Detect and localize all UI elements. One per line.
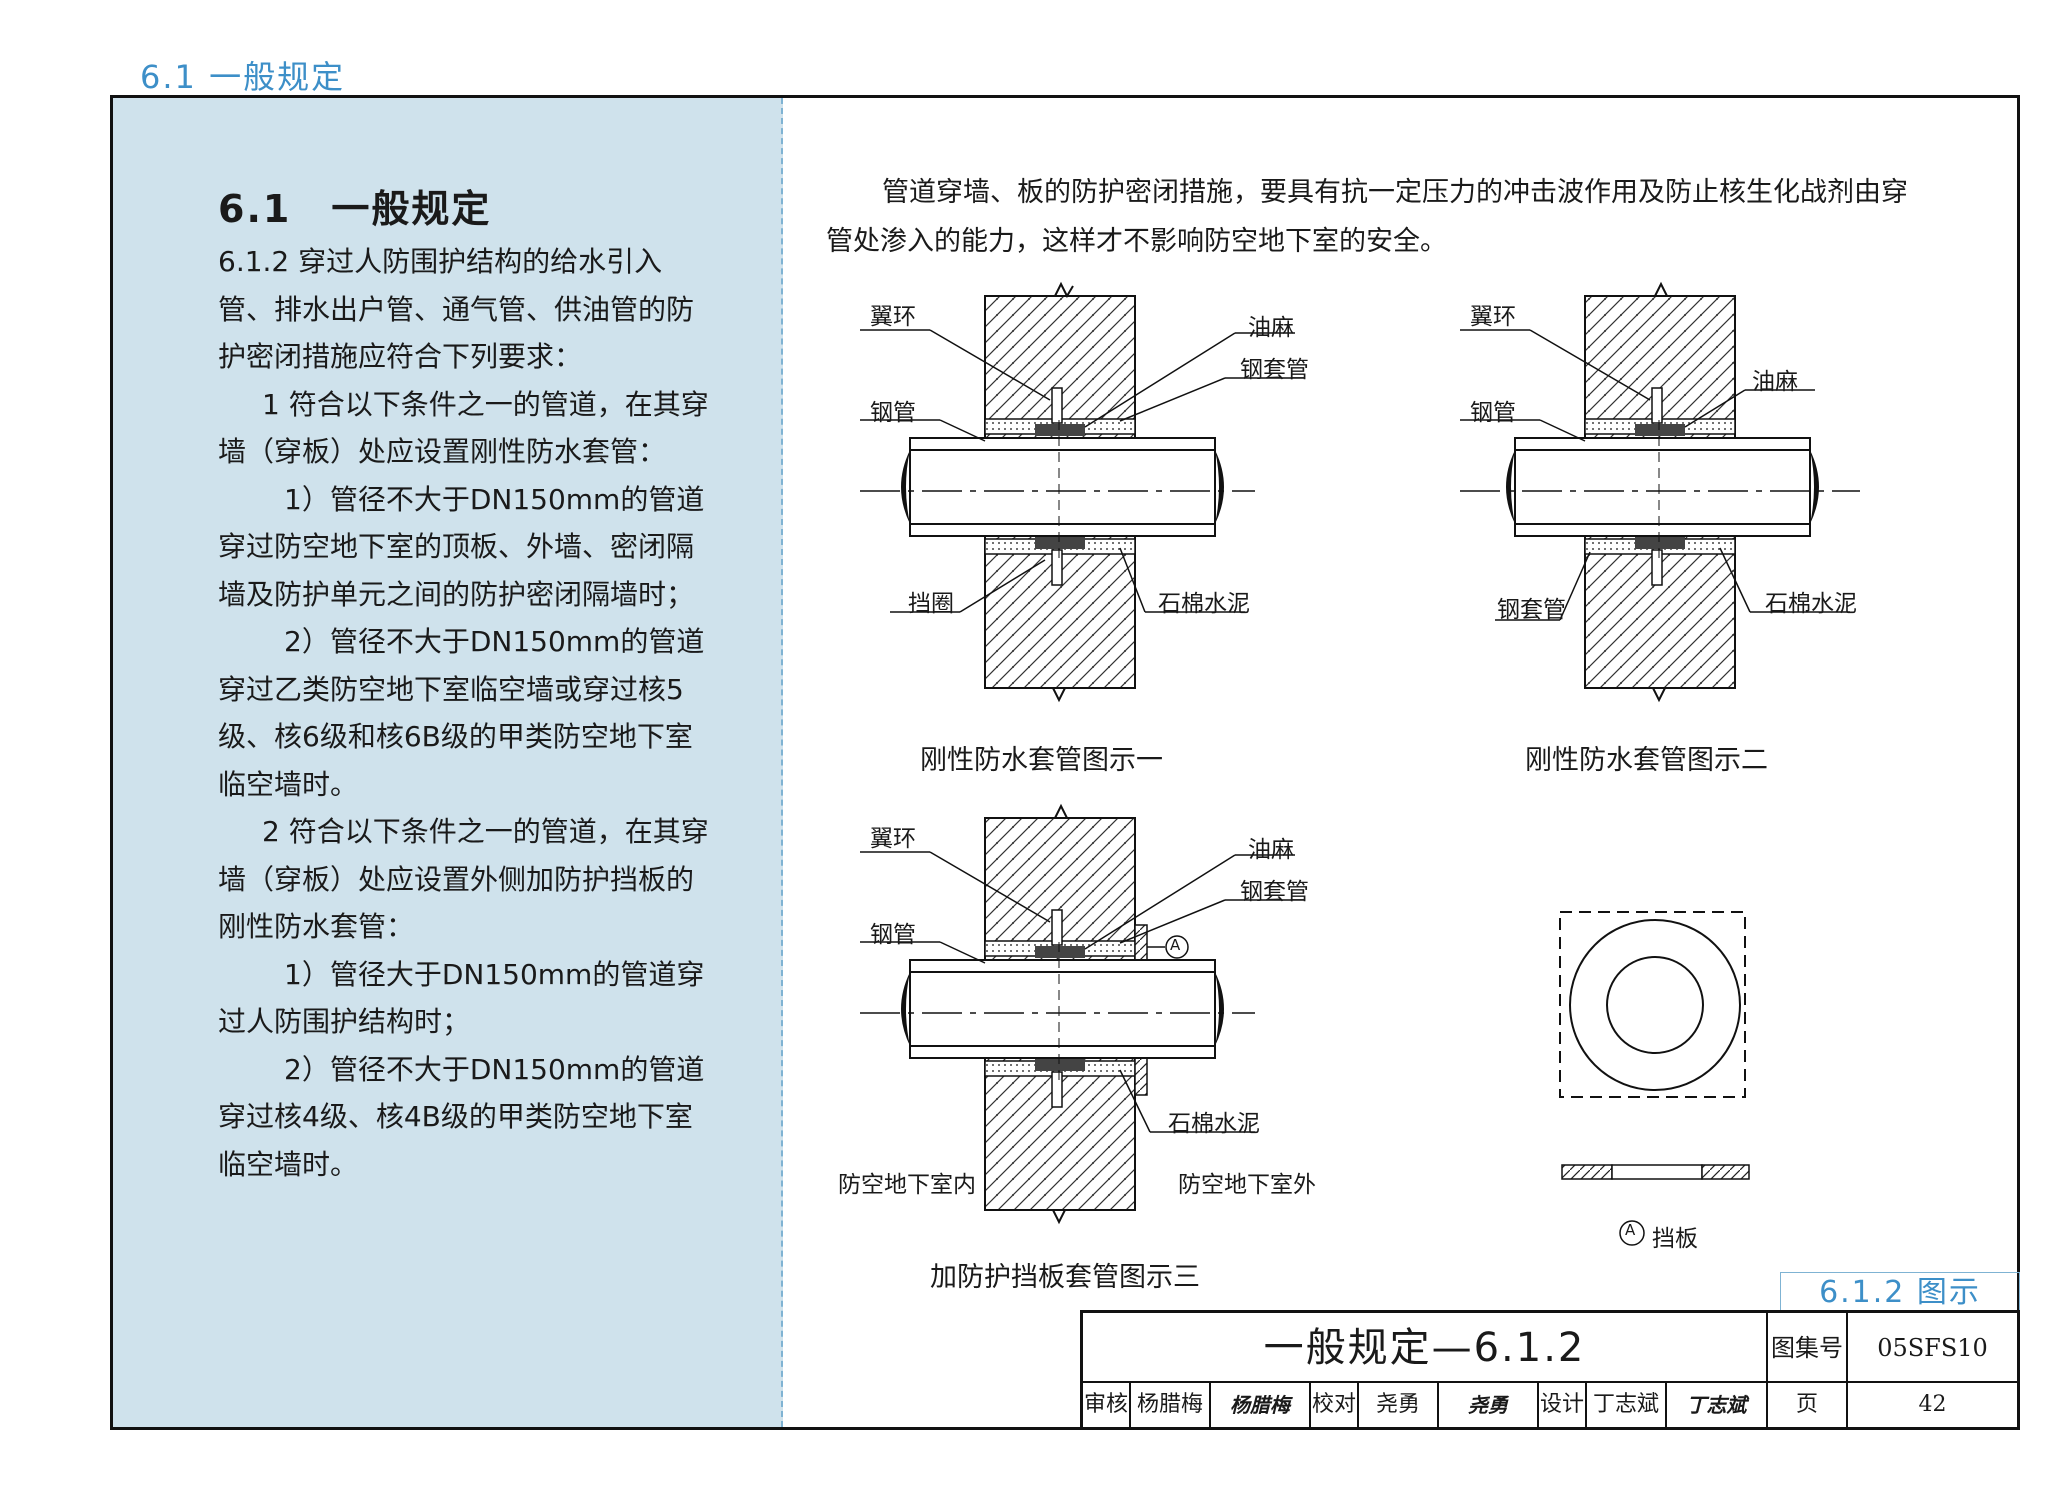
fig3-label-asbestos-cement: 石棉水泥 [1168,1111,1260,1137]
fig2-label-asbestos-cement: 石棉水泥 [1765,591,1857,617]
fig1-label-wing-ring: 翼环 [870,304,916,330]
fig1-label-oakum: 油麻 [1248,315,1294,341]
check-label: 校对 [1311,1383,1359,1427]
reviewer-name: 杨腊梅 [1131,1383,1211,1427]
designer-name: 丁志斌 [1587,1383,1667,1427]
page-number: 42 [1918,1392,1947,1417]
plate-marker-a: A [1625,1221,1636,1239]
reviewer-signature: 杨腊梅 [1211,1383,1311,1427]
fig3-label-oakum: 油麻 [1248,837,1294,863]
fig2-label-wing-ring: 翼环 [1470,304,1516,330]
fig2-label-oakum: 油麻 [1752,369,1798,395]
fig1-label-steel-pipe: 钢管 [870,400,916,426]
fig1-label-asbestos-cement: 石棉水泥 [1158,591,1250,617]
intro-text: 管道穿墙、板的防护密闭措施，要具有抗一定压力的冲击波作用及防止核生化战剂由穿 管… [826,168,1996,266]
fig1-label-retaining-ring: 挡圈 [908,591,954,617]
fig1-label-steel-sleeve: 钢套管 [1240,357,1309,383]
checker-signature: 尧勇 [1439,1383,1539,1427]
page-label: 页 [1768,1383,1848,1427]
fig3-label-steel-sleeve: 钢套管 [1240,879,1309,905]
heading-number: 6.1 [218,187,292,231]
fig3-label-steel-pipe: 钢管 [870,922,916,948]
heading-title: 一般规定 [331,187,492,231]
fig2-caption: 刚性防水套管图示二 [1525,745,1768,776]
intro-line: 管处渗入的能力，这样才不影响防空地下室的安全。 [826,226,1447,257]
fig3-marker-a: A [1170,936,1181,954]
clause-subitem: 1）管径大于DN150mm的管道穿过人防围护结构时； [218,957,705,1039]
checker-name: 尧勇 [1359,1383,1439,1427]
clause-item: 2 符合以下条件之一的管道，在其穿墙（穿板）处应设置外侧加防护挡板的刚性防水套管… [218,815,709,943]
sidebar-text: 6.1.2 穿过人防围护结构的给水引入管、排水出户管、通气管、供油管的防护密闭措… [218,238,718,1188]
plate-drawing [1559,911,1750,1246]
plate-caption: 挡板 [1652,1226,1698,1252]
figure-1-drawing [860,281,1305,703]
figure-3-drawing [860,803,1305,1225]
atlas-number: 05SFS10 [1848,1313,2017,1383]
fig3-label-shelter-outside: 防空地下室外 [1178,1172,1316,1198]
atlas-label: 图集号 [1768,1313,1848,1383]
fig3-caption: 加防护挡板套管图示三 [930,1262,1200,1293]
design-label: 设计 [1539,1383,1587,1427]
title-block-title: 一般规定—6.1.2 [1083,1313,1768,1383]
clause-subitem: 2）管径不大于DN150mm的管道穿过乙类防空地下室临空墙或穿过核5级、核6级和… [218,625,705,801]
sidebar-heading: 6.1 一般规定 [218,178,491,233]
sidebar-panel: 6.1 一般规定 6.1.2 穿过人防围护结构的给水引入管、排水出户管、通气管、供… [113,98,783,1427]
clause-subitem: 2）管径不大于DN150mm的管道穿过核4级、核4B级的甲类防空地下室临空墙时。 [218,1052,705,1181]
clause-item: 1 符合以下条件之一的管道，在其穿墙（穿板）处应设置刚性防水套管： [218,387,709,469]
clause-subitem: 1）管径不大于DN150mm的管道穿过防空地下室的顶板、外墙、密闭隔墙及防护单元… [218,482,705,611]
title-block: 一般规定—6.1.2 图集号 05SFS10 页 42 审核 杨腊梅 杨腊梅 校… [1080,1310,2020,1430]
clause-paragraph: 6.1.2 穿过人防围护结构的给水引入管、排水出户管、通气管、供油管的防护密闭措… [218,245,695,373]
intro-line: 管道穿墙、板的防护密闭措施，要具有抗一定压力的冲击波作用及防止核生化战剂由穿 [882,177,1908,208]
designer-signature: 丁志斌 [1667,1383,1768,1427]
fig1-caption: 刚性防水套管图示一 [920,745,1163,776]
section-header: 6.1 一般规定 [140,58,346,96]
review-label: 审核 [1083,1383,1131,1427]
fig3-label-shelter-inside: 防空地下室内 [838,1172,976,1198]
figure-2-drawing [1460,281,1860,703]
fig2-label-steel-sleeve: 钢套管 [1497,597,1566,623]
fig3-label-wing-ring: 翼环 [870,826,916,852]
fig2-label-steel-pipe: 钢管 [1470,400,1516,426]
drawing-frame [110,95,2020,1430]
figure-tag: 6.1.2 图示 [1780,1272,2020,1312]
